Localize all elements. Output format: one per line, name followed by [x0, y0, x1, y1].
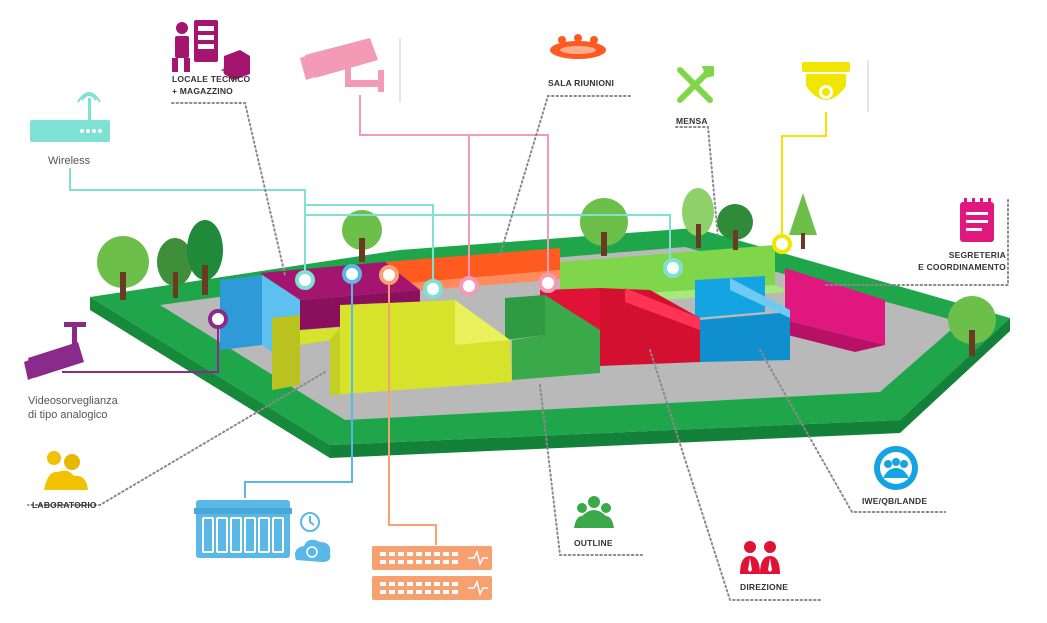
label-coordinamento: E COORDINAMENTO	[918, 262, 1006, 272]
label-direzione: DIREZIONE	[740, 582, 788, 592]
tree-icon	[157, 238, 193, 298]
connection-lines	[62, 95, 827, 545]
node-teal-3	[663, 258, 683, 278]
node-purple	[208, 309, 228, 329]
cloud-sync-icon	[295, 539, 331, 562]
label-locale-tecnico: LOCALE TECNICO	[172, 74, 251, 84]
label-laboratorio: LABORATORIO	[32, 500, 97, 510]
label-tipo-analogico: di tipo analogico	[28, 409, 108, 421]
notepad-icon	[960, 198, 994, 242]
wireless-router-icon	[30, 92, 110, 142]
label-wireless: Wireless	[48, 155, 91, 167]
label-mensa: MENSA	[676, 116, 708, 126]
technician-server-icon: +	[172, 20, 250, 80]
node-teal-2	[423, 279, 443, 299]
security-camera-icon	[300, 38, 401, 102]
dotted-leaders	[27, 95, 1009, 601]
label-iwe: IWE/QB/LANDE	[862, 496, 927, 506]
iwe-team-icon	[874, 446, 918, 490]
node-yellow	[772, 234, 792, 254]
label-videosorveglianza: Videosorveglianza	[28, 395, 119, 407]
fork-knife-icon	[677, 66, 714, 103]
tree-icon	[717, 204, 753, 250]
director-team-icon	[740, 541, 780, 574]
label-outline: OUTLINE	[574, 538, 613, 548]
tree-icon	[342, 210, 382, 262]
network-switch-icon	[372, 546, 492, 600]
dome-camera-icon	[802, 60, 869, 112]
node-pink	[459, 276, 479, 296]
trees	[97, 188, 996, 356]
label-sala-riunioni: SALA RIUNIONI	[548, 78, 614, 88]
tree-icon	[948, 296, 996, 356]
nas-storage-icon	[194, 500, 292, 558]
tree-icon	[789, 193, 817, 249]
lab-team-icon	[44, 451, 88, 490]
node-orange	[379, 265, 399, 285]
connection-nodes	[208, 234, 792, 329]
analog-camera-icon	[24, 322, 86, 380]
label-magazzino: + MAGAZZINO	[172, 86, 233, 96]
tree-icon	[580, 198, 628, 256]
node-pink-2	[538, 273, 558, 293]
outline-team-icon	[574, 496, 614, 528]
tree-icon	[97, 236, 149, 300]
backup-clock-icon	[300, 512, 320, 532]
svg-text:+: +	[221, 65, 227, 77]
node-teal	[295, 270, 315, 290]
node-blue	[342, 264, 362, 284]
label-segreteria: SEGRETERIA	[949, 250, 1006, 260]
meeting-table-icon	[550, 34, 606, 59]
tree-icon	[682, 188, 714, 248]
tree-icon	[187, 220, 223, 295]
